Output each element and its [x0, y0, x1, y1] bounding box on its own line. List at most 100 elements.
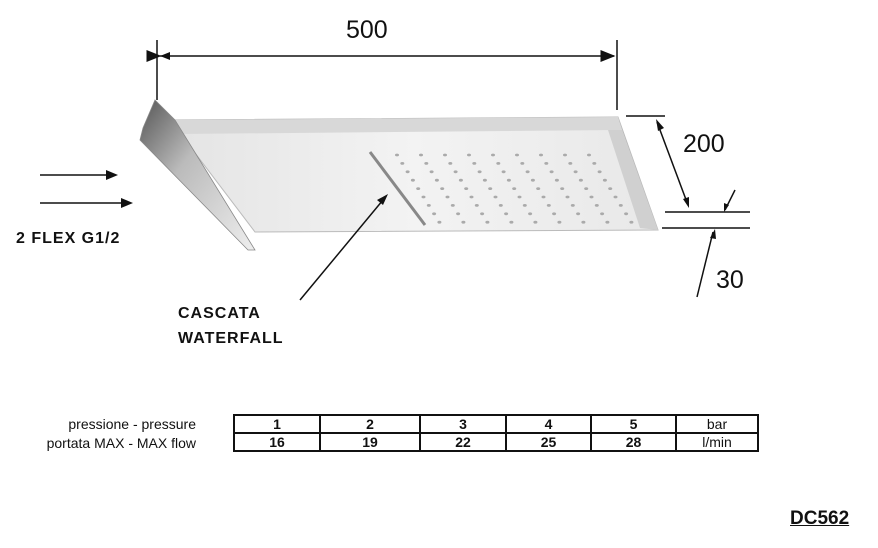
nozzle-hole: [546, 204, 551, 207]
nozzle-hole: [592, 162, 597, 165]
nozzle-hole: [472, 162, 477, 165]
nozzle-hole: [429, 170, 434, 174]
table-cell: 22: [419, 432, 507, 452]
nozzle-hole: [597, 170, 602, 174]
nozzle-hole: [400, 162, 405, 165]
nozzle-hole: [440, 187, 445, 191]
nozzle-hole: [624, 212, 629, 216]
table-cell: 3: [419, 414, 507, 434]
nozzle-hole: [549, 170, 554, 174]
nozzle-hole: [517, 195, 522, 199]
nozzle-hole: [587, 153, 591, 157]
nozzle-hole: [613, 195, 618, 199]
nozzle-hole: [522, 204, 527, 207]
nozzle-hole: [589, 195, 594, 199]
table-cell: 16: [233, 432, 321, 452]
nozzle-hole: [456, 212, 461, 216]
thickness-label: 30: [716, 266, 744, 294]
nozzle-hole: [410, 178, 415, 182]
nozzle-hole: [629, 220, 634, 224]
pressure-row-label: pressione - pressure: [68, 416, 196, 432]
nozzle-hole: [578, 178, 583, 182]
waterfall-label: WATERFALL: [178, 330, 284, 347]
nozzle-hole: [536, 187, 541, 191]
nozzle-hole: [573, 170, 578, 174]
nozzle-hole: [539, 153, 543, 157]
nozzle-hole: [602, 178, 607, 182]
nozzle-hole: [488, 187, 493, 191]
nozzle-hole: [496, 162, 501, 165]
nozzle-hole: [458, 178, 463, 182]
inlet-label: 2 FLEX G1/2: [16, 230, 121, 247]
table-row-flow: 16 19 22 25 28 l/min: [233, 432, 759, 452]
waterfall-pointer-arrow: [299, 194, 388, 301]
depth-label: 200: [683, 130, 725, 158]
flow-row-label: portata MAX - MAX flow: [46, 435, 196, 451]
nozzle-hole: [506, 178, 511, 182]
nozzle-hole: [485, 220, 490, 224]
nozzle-hole: [520, 162, 525, 165]
nozzle-hole: [584, 187, 589, 191]
shower-plate: [139, 99, 659, 251]
nozzle-hole: [530, 178, 535, 182]
nozzle-hole: [557, 220, 562, 224]
nozzle-hole: [554, 178, 559, 182]
nozzle-hole: [533, 220, 538, 224]
nozzle-hole: [570, 204, 575, 207]
nozzle-hole: [477, 170, 482, 174]
table-cell: 28: [590, 432, 677, 452]
nozzle-hole: [498, 204, 503, 207]
nozzle-hole: [565, 195, 570, 199]
table-unit-cell: bar: [675, 414, 759, 434]
inlet-arrows: [40, 170, 133, 208]
spec-table: 1 2 3 4 5 bar 16 19 22 25 28 l/min: [233, 414, 759, 452]
nozzle-hole: [469, 195, 474, 199]
nozzle-hole: [509, 220, 514, 224]
nozzle-hole: [467, 153, 471, 157]
table-cell: 4: [505, 414, 592, 434]
nozzle-hole: [576, 212, 581, 216]
table-unit-cell: l/min: [675, 432, 759, 452]
nozzle-hole: [504, 212, 509, 216]
nozzle-hole: [426, 204, 431, 207]
nozzle-hole: [515, 153, 519, 157]
nozzle-hole: [450, 204, 455, 207]
table-cell: 1: [233, 414, 321, 434]
nozzle-hole: [461, 220, 466, 224]
width-label: 500: [346, 16, 388, 44]
nozzle-hole: [600, 212, 605, 216]
nozzle-hole: [528, 212, 533, 216]
nozzle-hole: [560, 187, 565, 191]
nozzle-hole: [421, 195, 426, 199]
cascade-label: CASCATA: [178, 305, 261, 322]
nozzle-hole: [563, 153, 567, 157]
width-dimension: [146, 40, 618, 110]
depth-dimension: [626, 115, 750, 298]
nozzle-hole: [482, 178, 487, 182]
nozzle-hole: [491, 153, 495, 157]
nozzle-hole: [443, 153, 447, 157]
nozzle-hole: [581, 220, 586, 224]
nozzle-hole: [432, 212, 437, 216]
nozzle-hole: [605, 220, 610, 224]
nozzle-hole: [480, 212, 485, 216]
nozzle-hole: [501, 170, 506, 174]
nozzle-hole: [544, 162, 549, 165]
nozzle-hole: [618, 204, 623, 207]
nozzle-hole: [448, 162, 453, 165]
nozzle-hole: [437, 220, 442, 224]
nozzle-hole: [594, 204, 599, 207]
nozzle-hole: [445, 195, 450, 199]
nozzle-hole: [395, 153, 399, 157]
nozzle-hole: [405, 170, 410, 174]
nozzle-hole: [541, 195, 546, 199]
nozzle-hole: [552, 212, 557, 216]
nozzle-hole: [453, 170, 458, 174]
nozzle-hole: [419, 153, 423, 157]
nozzle-hole: [512, 187, 517, 191]
table-cell: 25: [505, 432, 592, 452]
product-code: DC562: [790, 508, 850, 529]
nozzle-hole: [434, 178, 439, 182]
nozzle-hole: [525, 170, 530, 174]
